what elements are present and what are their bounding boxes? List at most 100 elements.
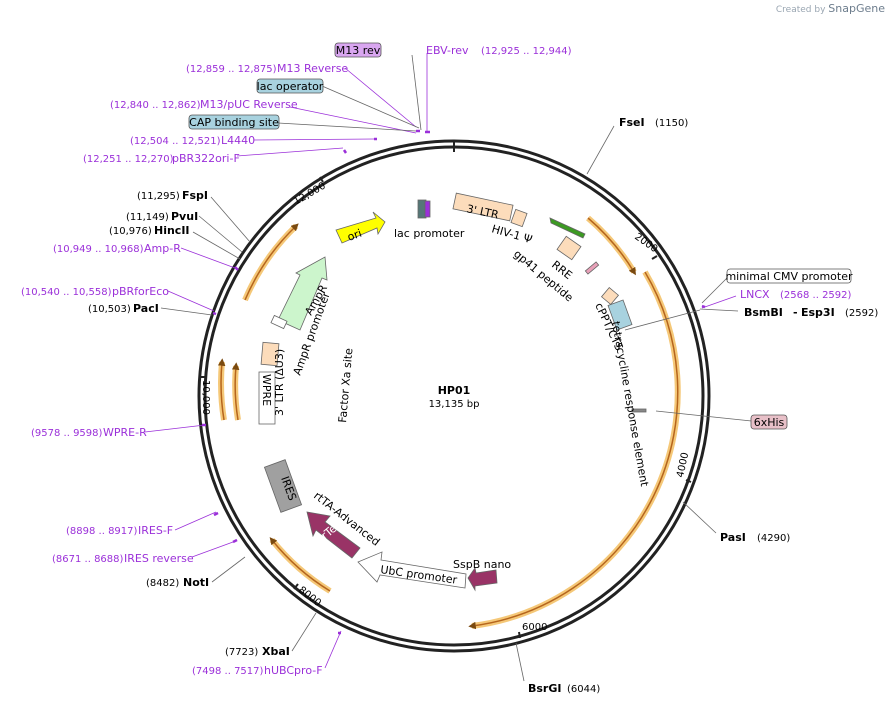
primer-wpre-r-coords: (9578 .. 9598) <box>31 428 103 439</box>
primer-l4440: L4440 <box>221 134 255 147</box>
plasmid-size: 13,135 bp <box>429 399 480 410</box>
ampr-promoter-box <box>270 314 288 330</box>
feature-sspb-nano: SspB nano <box>453 558 511 571</box>
enzyme-noti: NotI <box>183 576 209 589</box>
primer-lncx-coords: (2568 .. 2592) <box>780 290 852 301</box>
lac-op-box <box>424 200 431 218</box>
tick-label-4000: 4000 <box>675 451 691 478</box>
backbone-outer <box>197 139 711 653</box>
minimal-cmv-box <box>726 268 852 284</box>
primer-pbr322ori-f-coords: (12,251 .. 12,270) <box>83 154 174 165</box>
enzyme-pasi: PasI <box>720 531 746 544</box>
primer-m13-reverse-coords: (12,859 .. 12,875) <box>186 64 277 75</box>
cap-binding-site-box <box>188 114 280 130</box>
enzyme-pvui: PvuI <box>171 210 198 223</box>
primer-amp-r: Amp-R <box>144 242 181 255</box>
m13-rev-box <box>334 42 382 58</box>
tick-label-6000: 6000 <box>522 622 547 633</box>
ubc-promoter-arrow <box>357 551 467 589</box>
enzyme-paci-coords: (10,503) <box>88 304 131 315</box>
enzyme-bsrgi-coords: (6044) <box>567 684 600 695</box>
enzyme-bsmbi: BsmBI <box>744 306 783 319</box>
primer-ebv-rev-coords: (12,925 .. 12,944) <box>481 46 572 57</box>
tre-box <box>607 299 633 331</box>
credit-prefix: Created by <box>775 5 826 15</box>
orf-arc-2 <box>471 270 681 629</box>
enzyme-xbai: XbaI <box>262 645 290 658</box>
tick-label-10000: 10,000 <box>200 380 211 415</box>
feature-shapes <box>258 192 647 592</box>
primer-lncx: LNCX <box>740 288 770 301</box>
orf-arcs <box>217 215 681 630</box>
enzyme-noti-coords: (8482) <box>146 578 179 589</box>
feature-hiv-psi: HIV-1 Ψ <box>490 222 534 246</box>
wpre-box <box>258 371 276 425</box>
primer-m13-reverse: M13 Reverse <box>277 62 348 75</box>
leader-lines <box>144 53 762 682</box>
ltr-delta-u3-box <box>260 341 280 367</box>
his-tag-label: 6xHis <box>754 416 785 429</box>
feature-factor-xa: Factor Xa site <box>336 347 355 423</box>
sspb-arrow <box>467 567 498 592</box>
primer-labels: EBV-rev (12,925 .. 12,944) (12,859 .. 12… <box>21 44 852 677</box>
primer-m13-puc-reverse-coords: (12,840 .. 12,862) <box>110 100 201 111</box>
primer-hubcpro-f-coords: (7498 .. 7517) <box>192 666 264 677</box>
orf-arc-5-line <box>231 362 240 421</box>
ampr-arrow <box>277 256 328 331</box>
minimal-cmv-label: minimal CMV promoter <box>725 270 853 283</box>
enzyme-bsrgi: BsrGI <box>528 682 561 695</box>
ltr3-box <box>452 192 514 222</box>
orf-arc-4-line <box>217 358 226 421</box>
enzyme-xbai-coords: (7723) <box>225 647 258 658</box>
enzyme-fspi: FspI <box>182 189 208 202</box>
site-marks <box>202 129 706 635</box>
lac-operator-box <box>256 78 324 94</box>
primer-l4440-coords: (12,504 .. 12,521) <box>130 136 221 147</box>
cap-binding-site-label: CAP binding site <box>189 116 279 129</box>
cppt-box <box>600 286 620 306</box>
lac-operator-label: lac operator <box>257 80 324 93</box>
enzyme-pvui-coords: (11,149) <box>126 212 169 223</box>
m13-rev-label: M13 rev <box>336 44 381 57</box>
snapgene-logo: SnapGene <box>828 2 885 15</box>
feature-ltr-delta-u3: 3' LTR (ΔU3) <box>273 349 286 416</box>
his-tag-box <box>750 414 788 430</box>
primer-hubcpro-f: hUBCpro-F <box>264 664 323 677</box>
enzyme-hincii: HincII <box>154 224 190 237</box>
primer-wpre-r: WPRE-R <box>103 426 147 439</box>
primer-pbr322ori-f: pBR322ori-F <box>172 152 240 165</box>
ltr3-small-box <box>510 208 528 228</box>
primer-amp-r-coords: (10,949 .. 10,968) <box>53 244 144 255</box>
primer-ires-f: IRES-F <box>138 524 173 537</box>
boxed-labels: M13 rev lac operator CAP binding site mi… <box>188 42 853 430</box>
enzyme-labels: FseI (1150) (11,295) FspI (11,149) PvuI … <box>88 116 878 695</box>
feature-ori: ori <box>346 227 364 244</box>
primer-pbrforeco: pBRforEco <box>112 285 169 298</box>
orf-arc-6-line <box>244 223 299 301</box>
enzyme-bsmbi-coords: (2592) <box>845 308 878 319</box>
feature-wpre: WPRE <box>260 374 273 406</box>
primer-ebv-rev: EBV-rev <box>426 44 469 57</box>
primer-ires-reverse-coords: (8671 .. 8688) <box>52 554 124 565</box>
enzyme-fsei-coords: (1150) <box>655 118 688 129</box>
gp41-box <box>584 261 600 275</box>
primer-ires-reverse: IRES reverse <box>124 552 194 565</box>
ires-box <box>263 459 303 513</box>
primer-ires-f-coords: (8898 .. 8917) <box>66 526 138 537</box>
his-tag-line <box>631 408 647 413</box>
feature-lac-promoter: lac promoter <box>394 227 465 240</box>
plasmid-name: HP01 <box>438 384 471 397</box>
rtetr-arrow <box>306 511 361 559</box>
enzyme-paci: PacI <box>133 302 159 315</box>
ori-arrow <box>335 211 386 244</box>
rre-box <box>556 235 582 261</box>
enzyme-hincii-coords: (10,976) <box>109 226 152 237</box>
snapgene-credit: Created by SnapGene <box>776 2 885 15</box>
enzyme-fsei: FseI <box>619 116 645 129</box>
enzyme-bsmbi-sep: - <box>793 306 798 319</box>
orf-arc-2-line <box>468 271 679 630</box>
enzyme-fspi-coords: (11,295) <box>137 191 180 202</box>
hiv-psi-arrow <box>549 217 586 239</box>
tick-marks <box>200 176 692 639</box>
